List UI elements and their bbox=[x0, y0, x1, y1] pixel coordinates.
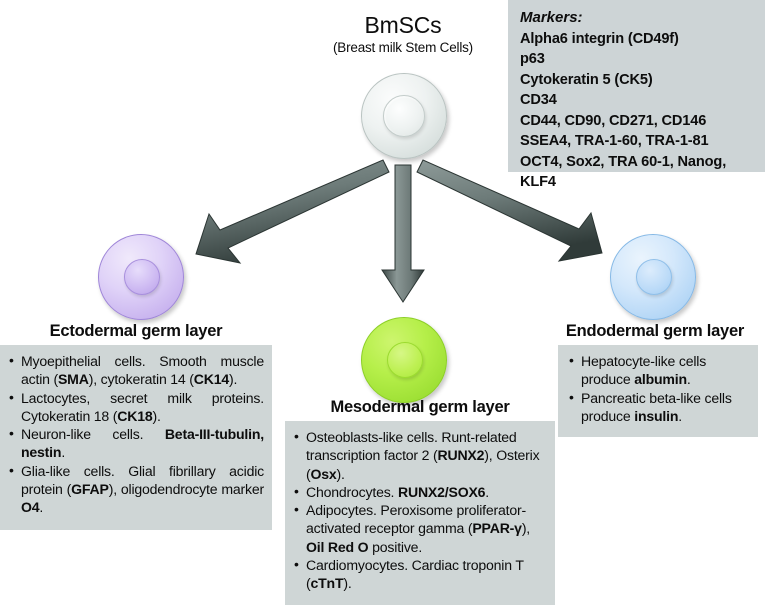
page-subtitle: (Breast milk Stem Cells) bbox=[333, 40, 473, 55]
ectoderm-text-box: Myoepithelial cells. Smooth muscle actin… bbox=[0, 345, 272, 530]
list-item: Cardiomyocytes. Cardiac troponin T (cTnT… bbox=[292, 555, 545, 593]
mesoderm-heading: Mesodermal germ layer bbox=[330, 398, 510, 416]
mesoderm-text-box: Osteoblasts-like cells. Runt-related tra… bbox=[285, 421, 555, 605]
marker-line: p63 bbox=[520, 51, 545, 67]
marker-line: OCT4, Sox2, TRA 60-1, Nanog, KLF4 bbox=[520, 153, 727, 191]
ectoderm-cell bbox=[98, 234, 184, 320]
ectoderm-nucleus bbox=[124, 259, 160, 295]
markers-title: Markers: bbox=[520, 9, 583, 26]
marker-line: CD34 bbox=[520, 92, 557, 108]
list-item: Osteoblasts-like cells. Runt-related tra… bbox=[292, 427, 545, 483]
list-item: Glia-like cells. Glial fibrillary acidic… bbox=[7, 461, 264, 517]
list-item: Myoepithelial cells. Smooth muscle actin… bbox=[7, 351, 264, 389]
endoderm-list: Hepatocyte-like cells produce albumin.Pa… bbox=[567, 351, 750, 426]
endoderm-cell bbox=[610, 234, 696, 320]
mesoderm-list: Osteoblasts-like cells. Runt-related tra… bbox=[292, 427, 545, 593]
arrow-to-ectoderm bbox=[195, 159, 390, 264]
mesoderm-nucleus bbox=[387, 342, 423, 378]
page-title: BmSCs bbox=[364, 12, 442, 38]
bmscs-stem-cell bbox=[361, 73, 447, 159]
ectoderm-heading: Ectodermal germ layer bbox=[49, 322, 223, 340]
marker-line: CD44, CD90, CD271, CD146 bbox=[520, 112, 707, 129]
list-item: Adipocytes. Peroxisome proliferator-acti… bbox=[292, 500, 545, 556]
marker-line: Alpha6 integrin (CD49f) bbox=[520, 30, 679, 47]
ectoderm-list: Myoepithelial cells. Smooth muscle actin… bbox=[7, 351, 264, 517]
marker-line: SSEA4, TRA-1-60, TRA-1-81 bbox=[520, 133, 709, 149]
list-item: Neuron-like cells. Beta-III-tubulin, nes… bbox=[7, 424, 264, 462]
list-item: Chondrocytes. RUNX2/SOX6. bbox=[292, 482, 545, 501]
list-item: Lactocytes, secret milk proteins. Cytoke… bbox=[7, 388, 264, 426]
bmscs-nucleus bbox=[383, 95, 425, 137]
arrow-to-mesoderm bbox=[381, 164, 425, 303]
list-item: Hepatocyte-like cells produce albumin. bbox=[567, 351, 750, 389]
endoderm-heading: Endodermal germ layer bbox=[565, 322, 745, 340]
endoderm-nucleus bbox=[636, 259, 672, 295]
endoderm-text-box: Hepatocyte-like cells produce albumin.Pa… bbox=[558, 345, 758, 437]
marker-line: Cytokeratin 5 (CK5) bbox=[520, 71, 653, 88]
list-item: Pancreatic beta-like cells produce insul… bbox=[567, 388, 750, 426]
mesoderm-cell bbox=[361, 317, 447, 403]
